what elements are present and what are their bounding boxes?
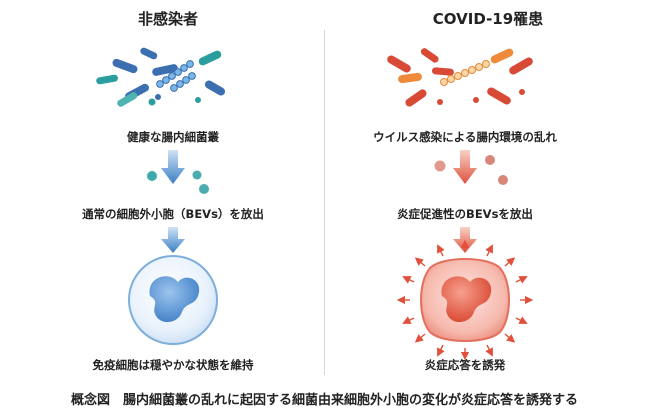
right-step2-label: 炎症促進性のBEVsを放出	[397, 207, 533, 221]
right-step3-label: 炎症応答を誘発	[424, 358, 506, 372]
proinflammatory-bevs-vesicles	[434, 155, 508, 185]
column-divider	[324, 30, 325, 375]
down-arrow-left-1	[161, 150, 185, 184]
right-column-title: COVID-19罹患	[432, 10, 544, 28]
calm-immune-cell	[128, 255, 218, 345]
down-arrow-right-1	[453, 150, 477, 184]
left-step2-label: 通常の細胞外小胞（BEVs）を放出	[82, 207, 264, 221]
left-step1-label: 健康な腸内細菌叢	[127, 130, 219, 144]
figure-caption: 概念図 腸内細菌叢の乱れに起因する細菌由来細胞外小胞の変化が炎症応答を誘発する	[70, 393, 578, 408]
dysbiotic-bacteria-cluster	[387, 48, 533, 107]
left-step3-label: 免疫細胞は穏やかな状態を維持	[92, 358, 254, 372]
left-column-title: 非感染者	[137, 10, 198, 28]
right-step1-label: ウイルス感染による腸内環境の乱れ	[373, 130, 557, 144]
down-arrow-left-2	[161, 227, 185, 253]
normal-bevs-vesicles	[147, 170, 209, 194]
healthy-bacteria-cluster	[96, 47, 226, 107]
inflamed-immune-cell	[396, 239, 534, 361]
